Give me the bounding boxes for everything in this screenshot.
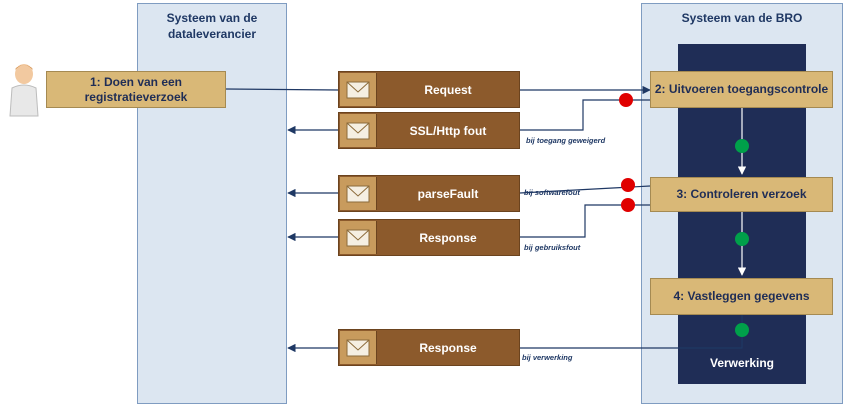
envelope-icon [340, 221, 377, 254]
envelope-icon [340, 114, 377, 147]
user-icon [9, 64, 39, 117]
note-verwerking: bij verwerking [522, 353, 573, 362]
note-toegang-geweigerd: bij toegang geweigerd [526, 136, 606, 145]
pass-dot-toegang [735, 139, 749, 153]
lane-dataleverancier: Systeem van de dataleverancier [137, 3, 287, 404]
message-label: SSL/Http fout [409, 123, 487, 138]
note-softwarefout: bij softwarefout [524, 188, 580, 197]
message-label: parseFault [417, 186, 479, 201]
step-4-vastleggen-gegevens: 4: Vastleggen gegevens [650, 278, 833, 315]
line-response-from-step3 [520, 204, 650, 238]
envelope-icon [340, 73, 377, 106]
note-gebruiksfout: bij gebruiksfout [524, 243, 581, 252]
verwerking-label: Verwerking [709, 356, 775, 370]
fail-dot-toegang [619, 93, 633, 107]
envelope-icon [340, 177, 377, 210]
message-response-gebruiksfout: Response [338, 219, 520, 256]
step-1-registratieverzoek: 1: Doen van een registratieverzoek [46, 71, 226, 108]
message-label: Request [424, 82, 472, 97]
line-request-in [225, 88, 339, 91]
message-parsefault: parseFault [338, 175, 520, 212]
message-label: Response [419, 230, 477, 245]
message-label: Response [419, 340, 477, 355]
lane-title-bro: Systeem van de BRO [681, 11, 803, 25]
envelope-icon [340, 331, 377, 364]
fail-dot-software [621, 178, 635, 192]
message-request: Request [338, 71, 520, 108]
line-response-from-step4 [520, 305, 743, 349]
lane-title-dataleverancier: Systeem van de dataleverancier [166, 11, 258, 41]
message-ssl-http-fout: SSL/Http fout [338, 112, 520, 149]
step-2-toegangscontrole: 2: Uitvoeren toegangscontrole [650, 71, 833, 108]
message-response-verwerking: Response [338, 329, 520, 366]
fail-dot-gebruik [621, 198, 635, 212]
line-ssl-from-step2 [520, 99, 650, 131]
pass-dot-controle [735, 232, 749, 246]
pass-dot-vastleggen [735, 323, 749, 337]
step-3-controleren-verzoek: 3: Controleren verzoek [650, 177, 833, 212]
